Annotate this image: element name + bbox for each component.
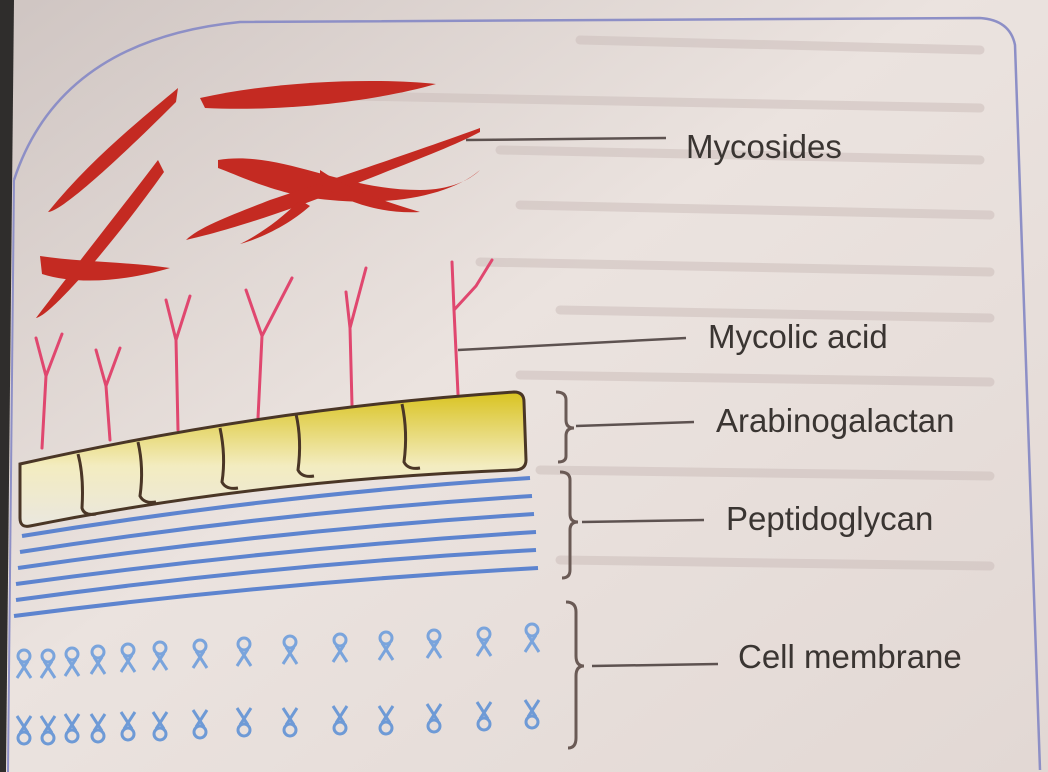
label-cell-membrane: Cell membrane [738,638,962,675]
label-mycolic-acid: Mycolic acid [708,318,888,355]
label-mycosides: Mycosides [686,128,842,165]
label-peptidoglycan: Peptidoglycan [726,500,933,537]
label-arabinogalactan: Arabinogalactan [716,402,955,439]
